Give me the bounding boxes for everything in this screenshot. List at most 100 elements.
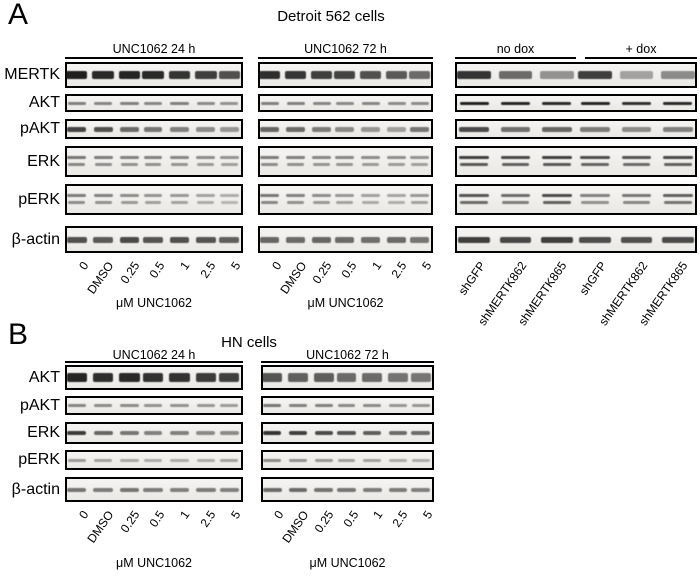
protein-band — [410, 126, 429, 132]
protein-band — [501, 200, 530, 204]
protein-band — [361, 126, 380, 132]
protein-band — [68, 162, 86, 166]
protein-band — [314, 431, 333, 435]
blot-box — [455, 226, 697, 253]
protein-band — [219, 236, 240, 243]
protein-band — [411, 487, 431, 492]
protein-band — [459, 156, 490, 159]
protein-band — [196, 458, 215, 462]
protein-band — [143, 236, 163, 243]
protein-band — [313, 162, 330, 166]
blot-box — [258, 119, 433, 139]
protein-band — [120, 404, 139, 407]
panel-title: Detroit 562 cells — [277, 8, 385, 25]
header-underline — [65, 57, 243, 59]
protein-band — [662, 126, 693, 132]
protein-band — [169, 373, 190, 382]
blot-box — [455, 146, 697, 177]
blot-box — [258, 94, 433, 112]
protein-band — [662, 194, 693, 197]
protein-band — [169, 236, 190, 243]
row-label: MERTK — [4, 66, 60, 83]
blot-box — [258, 184, 433, 215]
protein-band — [663, 162, 692, 166]
protein-band — [361, 156, 380, 159]
protein-band — [286, 156, 305, 159]
protein-band — [67, 431, 87, 435]
header-underline — [258, 57, 433, 59]
protein-band — [92, 373, 114, 382]
protein-band — [142, 373, 164, 382]
header-underline — [455, 57, 576, 59]
protein-band — [542, 200, 571, 204]
protein-band — [259, 71, 280, 79]
blot-box — [65, 396, 243, 415]
protein-band — [286, 194, 305, 197]
group-xlabel: μM UNC1062 — [307, 296, 384, 310]
protein-band — [260, 126, 279, 132]
protein-band — [459, 194, 490, 197]
protein-band — [143, 101, 163, 105]
protein-band — [118, 71, 141, 79]
protein-band — [312, 126, 331, 132]
protein-band — [143, 156, 163, 159]
protein-band — [120, 194, 139, 197]
protein-band — [311, 71, 332, 79]
protein-band — [170, 404, 189, 407]
protein-band — [389, 404, 407, 407]
protein-band — [197, 200, 215, 204]
protein-band — [622, 162, 651, 166]
protein-band — [288, 373, 308, 382]
protein-band — [580, 101, 610, 105]
protein-band — [67, 458, 86, 462]
row-label: pAKT — [19, 120, 60, 137]
row-label: pERK — [18, 451, 60, 468]
protein-band — [196, 101, 215, 105]
protein-band — [360, 236, 381, 243]
protein-band — [171, 200, 188, 204]
blot-box — [65, 184, 243, 215]
protein-band — [142, 71, 164, 79]
protein-band — [334, 71, 355, 79]
protein-band — [363, 458, 382, 462]
protein-band — [542, 162, 571, 166]
protein-band — [578, 71, 613, 79]
protein-band — [67, 126, 87, 132]
protein-band — [285, 71, 306, 79]
panel-label: B — [8, 318, 29, 351]
protein-band — [93, 156, 113, 159]
blot-box — [261, 396, 434, 415]
protein-band — [263, 458, 282, 462]
protein-band — [459, 126, 490, 132]
protein-band — [120, 431, 139, 435]
protein-band — [196, 431, 216, 435]
protein-band — [170, 458, 189, 462]
protein-band — [312, 156, 331, 159]
protein-band — [335, 126, 354, 132]
protein-band — [362, 200, 379, 204]
protein-band — [196, 487, 216, 492]
protein-band — [410, 194, 429, 197]
protein-band — [411, 200, 428, 204]
protein-band — [362, 373, 383, 382]
protein-band — [334, 236, 355, 243]
protein-band — [261, 162, 278, 166]
protein-band — [313, 200, 330, 204]
protein-band — [581, 200, 610, 204]
row-label: ERK — [27, 152, 60, 170]
protein-band — [67, 156, 87, 159]
header-underline — [585, 57, 697, 59]
protein-band — [120, 101, 139, 105]
protein-band — [66, 236, 87, 243]
protein-band — [120, 126, 139, 132]
protein-band — [93, 458, 113, 462]
protein-band — [263, 404, 282, 407]
blot-box — [455, 62, 697, 88]
panel-title: HN cells — [221, 334, 277, 351]
protein-band — [335, 101, 354, 105]
protein-band — [220, 200, 238, 204]
protein-band — [119, 236, 140, 243]
protein-band — [93, 431, 113, 435]
group-header: no dox — [496, 42, 535, 56]
